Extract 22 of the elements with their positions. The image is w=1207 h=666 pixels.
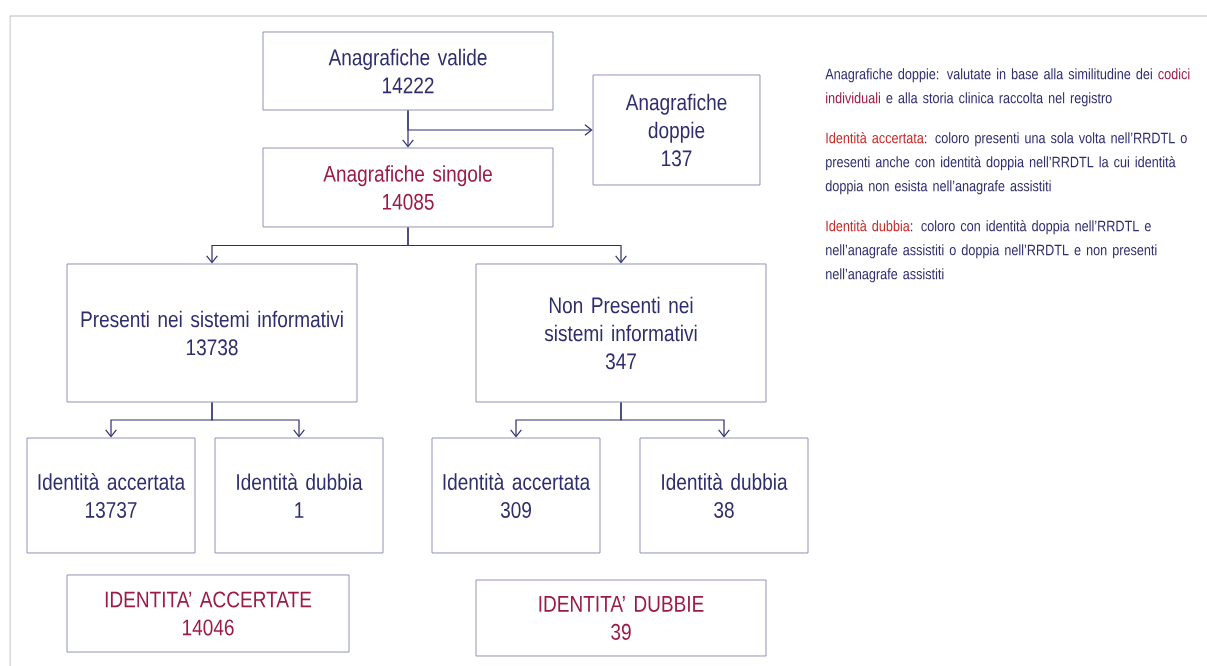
note-text: Identità accertata: coloro presenti una sola volta nell’RRDTL o presenti anche con identità doppia nell’RRDTL la cui identità doppia non esista nell’anagrafe assistiti	[825, 132, 1187, 195]
result-box: Identità dubbia 38	[639, 437, 809, 554]
label: Anagrafiche doppie: valutate in base alla similitudine dei	[825, 68, 1152, 83]
label: codici	[1158, 68, 1190, 80]
result-box: Identità accertata 309	[431, 437, 601, 554]
label: individuali	[826, 92, 880, 104]
arrow	[407, 226, 627, 264]
summary-box: IDENTITA’ DUBBIE 39	[475, 579, 767, 657]
result-box: Identità dubbia 1	[214, 437, 384, 554]
result-box: Identità accertata 13737	[26, 437, 196, 554]
arrow	[620, 401, 730, 438]
arrow	[407, 109, 593, 136]
process-box: Presenti nei sistemi informativi 13738	[66, 263, 358, 403]
note-text: Identità dubbia: coloro con identità doppia nell’RRDTL e nell’anagrafe assistiti o doppia nell’RRDTL e non presenti nell’anagrafe assistiti	[826, 220, 1157, 283]
note-text: Anagrafiche doppie: valutate in base alla similitudine dei codici individuali e alla storia clinica raccolta nel registro	[825, 68, 1190, 107]
arrow	[211, 401, 305, 438]
process-box: Anagrafiche singole 14085	[262, 147, 554, 228]
label: e alla storia clinica raccolta nel registro	[886, 92, 1112, 107]
summary-box: IDENTITA’ ACCERTATE 14046	[66, 574, 350, 653]
process-box: Non Presenti nei sistemi informativi 347	[475, 263, 767, 403]
process-box: Anagrafiche doppie 137	[592, 74, 761, 186]
process-box: Anagrafiche valide 14222	[262, 31, 554, 111]
